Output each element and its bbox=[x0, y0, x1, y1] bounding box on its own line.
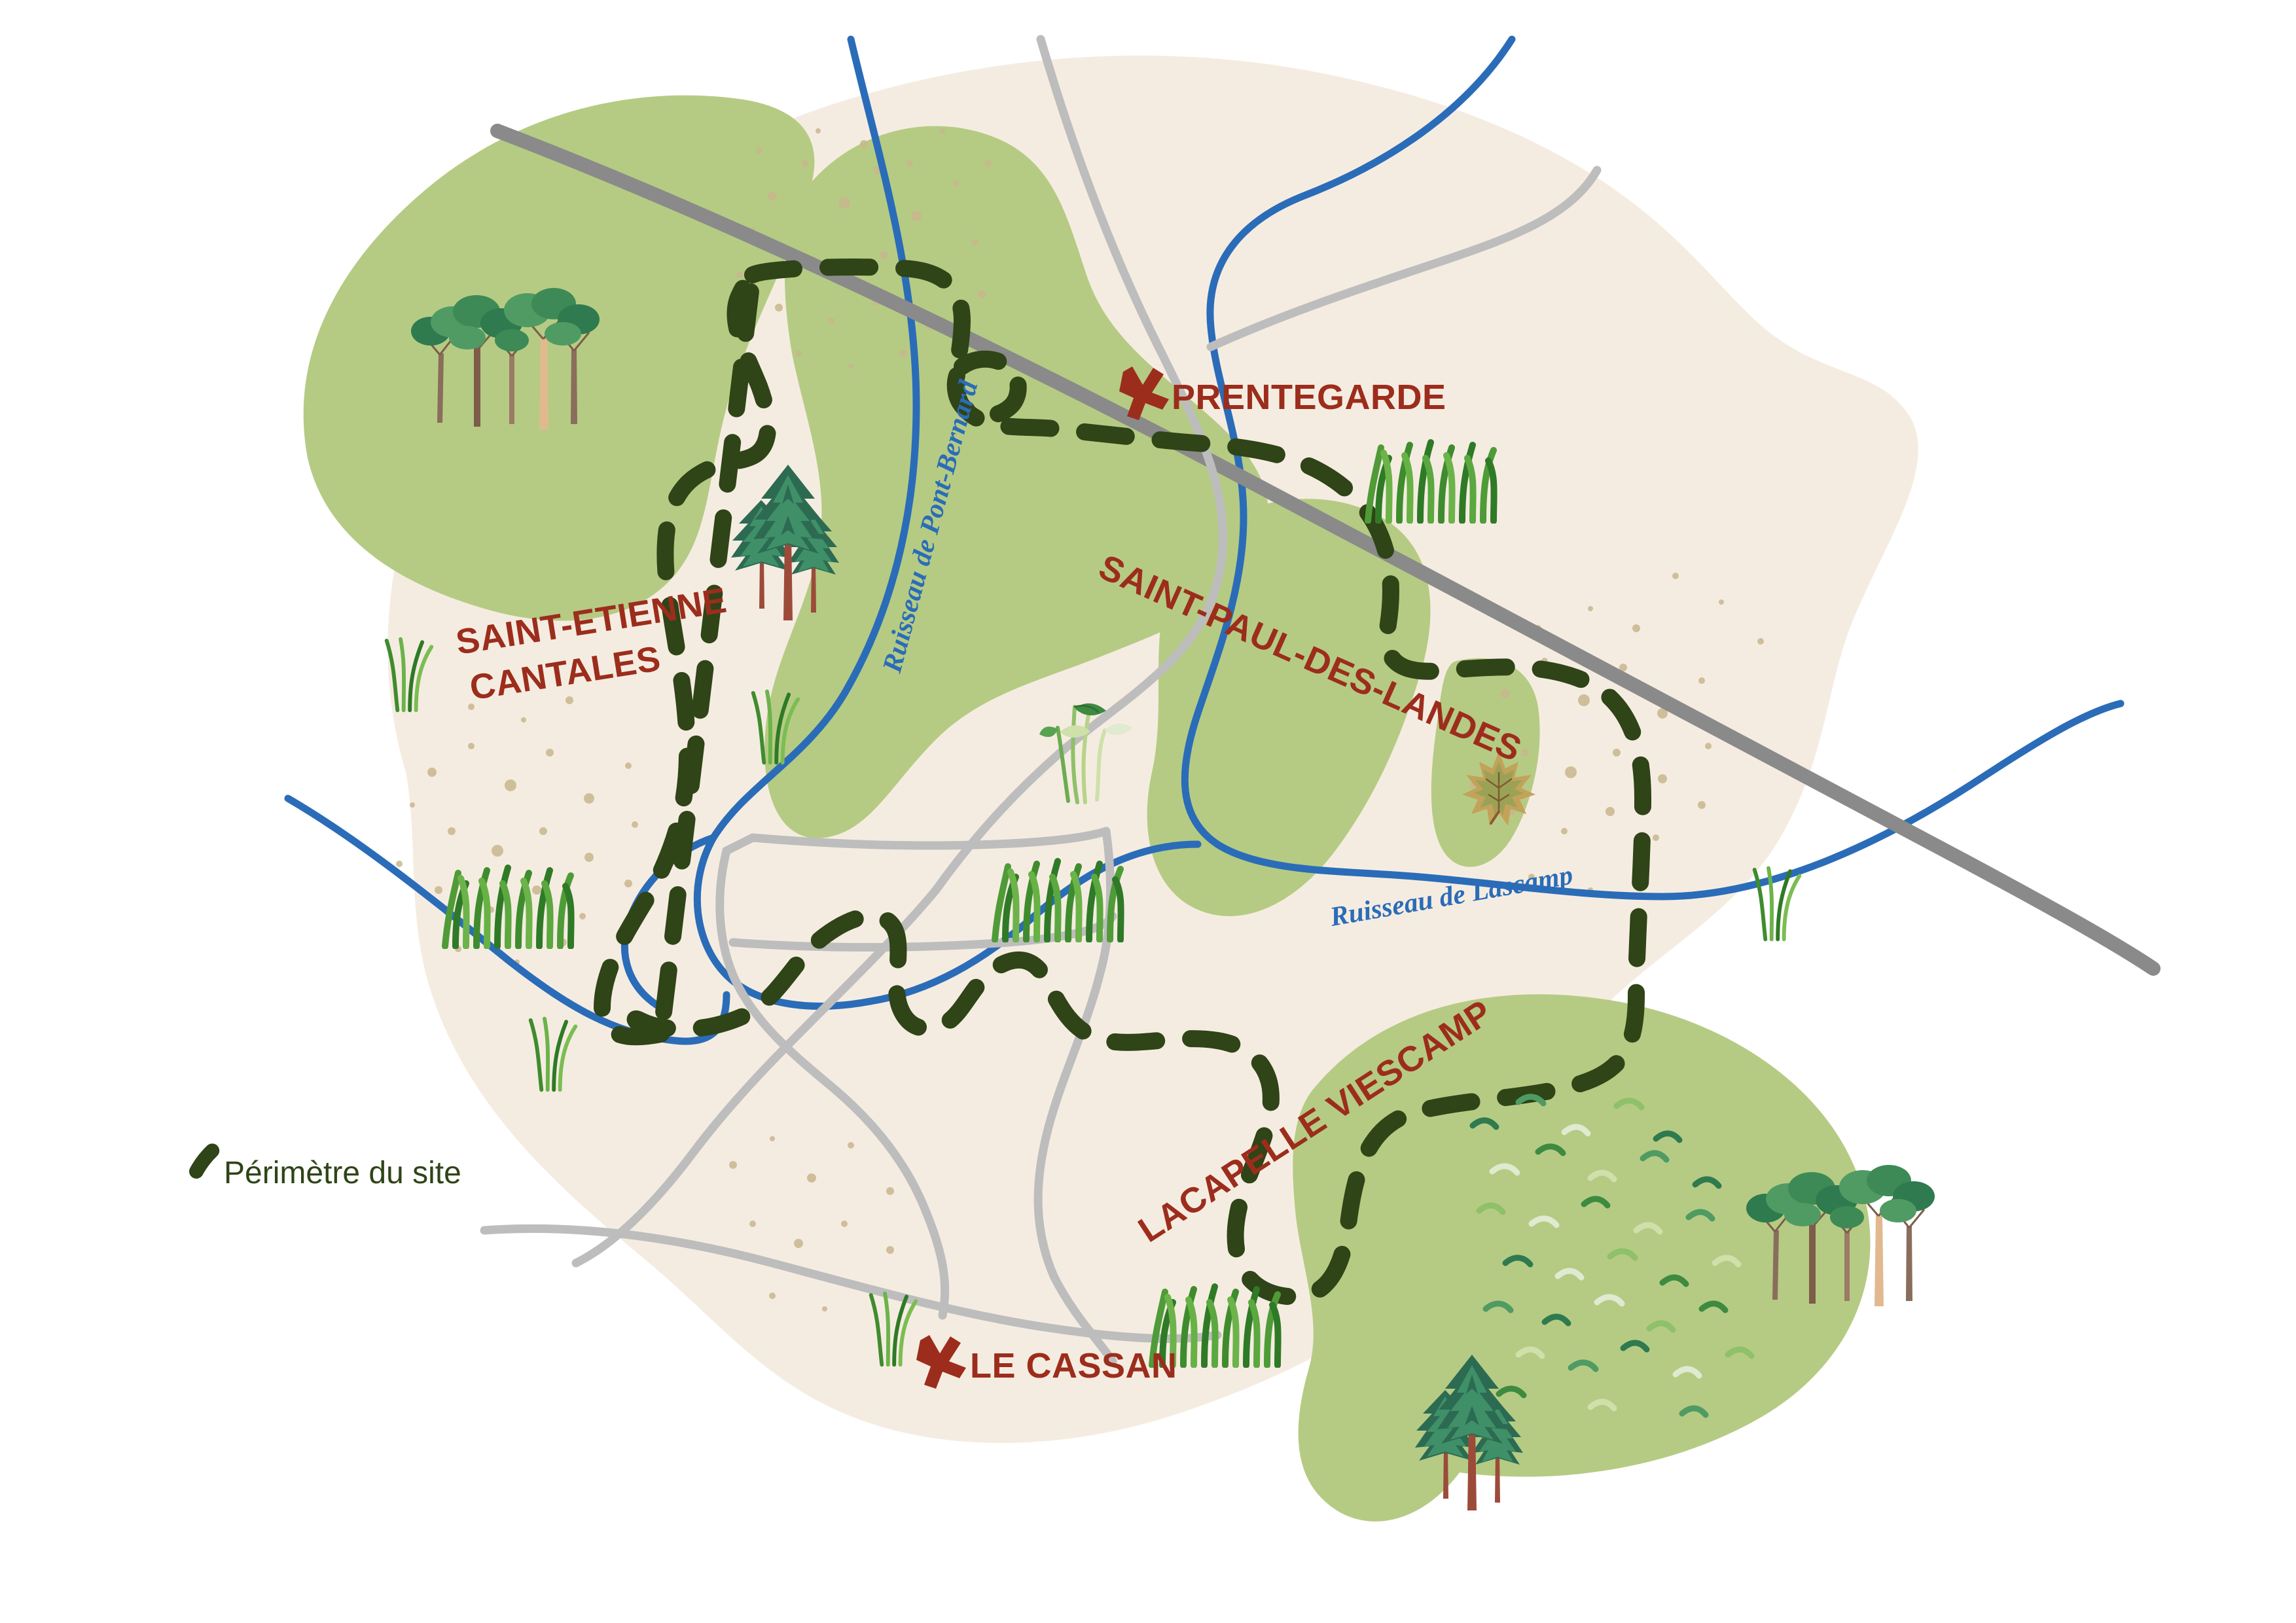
site-perimeter-line bbox=[593, 255, 1652, 1306]
track-northeast bbox=[1206, 166, 1602, 351]
map-legend: Périmètre du site bbox=[189, 1130, 461, 1190]
x-marker-prentegarde bbox=[1119, 366, 1169, 420]
legend-swatch-dashed-line bbox=[189, 1130, 238, 1179]
stream-pont-bernard bbox=[693, 35, 920, 1010]
stream-north-branch bbox=[1181, 35, 1666, 901]
main-road bbox=[490, 124, 2161, 976]
illustration-layer bbox=[387, 287, 1936, 1510]
track-north-south bbox=[931, 35, 1227, 895]
place-label-le-cassan: LE CASSAN bbox=[970, 1346, 1177, 1385]
x-marker-le-cassan bbox=[916, 1335, 966, 1389]
site-perimeter-inner-loop bbox=[946, 350, 1027, 425]
stream-lascamp-east bbox=[1659, 700, 2125, 901]
woodland-east-central bbox=[1147, 499, 1431, 916]
tracks-layer bbox=[480, 35, 1602, 1366]
legend-item-site-perimeter: Périmètre du site bbox=[189, 1130, 461, 1190]
track-south-horizontal bbox=[480, 1224, 1222, 1343]
track-center-loop-top bbox=[748, 827, 1111, 850]
leaf-scatter-icon bbox=[1469, 1094, 1755, 1418]
place-label-prentegarde: PRENTEGARDE bbox=[1172, 378, 1446, 417]
sand-speckle-texture bbox=[396, 128, 1764, 1311]
site-perimeter-layer bbox=[593, 255, 1652, 1306]
place-markers bbox=[916, 366, 1169, 1389]
woodland-southeast bbox=[1293, 994, 1871, 1522]
main-road-layer bbox=[490, 124, 2161, 976]
stream-west-inflow bbox=[284, 794, 730, 1045]
track-center-loop-left bbox=[715, 833, 950, 1320]
legend-label-site-perimeter: Périmètre du site bbox=[224, 1156, 461, 1190]
